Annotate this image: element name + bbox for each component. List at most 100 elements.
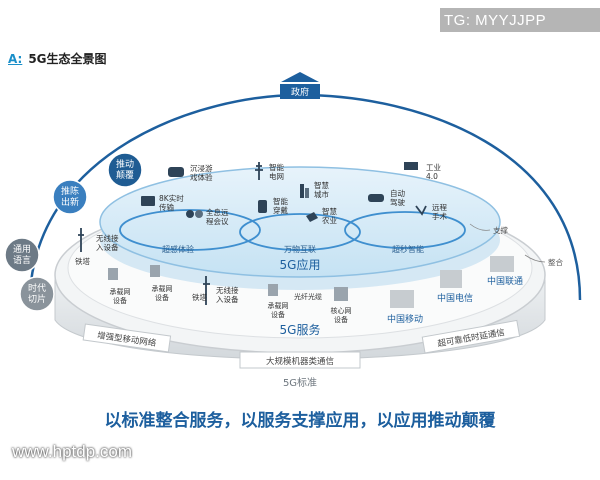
watermark-site: www.hptdp.com bbox=[12, 442, 132, 461]
government-label: 政府 bbox=[291, 86, 309, 98]
operator-telecom: 中国电信 bbox=[437, 270, 473, 304]
standards-title: 5G标准 bbox=[283, 377, 317, 389]
app-item-surg: 远程 手术 bbox=[415, 203, 447, 221]
svg-text:穿戴: 穿戴 bbox=[273, 205, 288, 215]
standard-embb: 增强型移动网络 bbox=[82, 323, 172, 353]
svg-text:全息远: 全息远 bbox=[206, 207, 229, 217]
app-item-city: 智慧 城市 bbox=[300, 180, 329, 199]
vr-headset-icon bbox=[168, 167, 184, 177]
factory-icon bbox=[440, 270, 462, 288]
svg-text:光纤光缆: 光纤光缆 bbox=[294, 292, 322, 301]
figure-prefix: A: bbox=[8, 52, 23, 66]
app-item-wear: 智能 穿戴 bbox=[258, 196, 288, 215]
service-item-tower-left: 铁塔 bbox=[75, 228, 90, 266]
zone-label-0: 超感体验 bbox=[162, 244, 194, 254]
svg-text:程会议: 程会议 bbox=[206, 216, 229, 226]
svg-text:智能: 智能 bbox=[269, 162, 284, 172]
badge-slicing: 时代 切片 bbox=[19, 276, 55, 312]
service-item-carrier-c: 承载网 设备 bbox=[268, 284, 289, 319]
city-buildings-icon bbox=[300, 184, 304, 198]
svg-text:手术: 手术 bbox=[432, 211, 447, 221]
service-layer-title: 5G服务 bbox=[280, 322, 321, 337]
video-screen-icon bbox=[141, 196, 155, 206]
svg-text:入设备: 入设备 bbox=[96, 242, 119, 252]
service-item-wireless-left: 无线接 入设备 bbox=[96, 233, 119, 252]
drone-icon bbox=[306, 212, 318, 222]
zone-label-2: 超秒智能 bbox=[392, 244, 424, 254]
svg-text:传输: 传输 bbox=[159, 202, 174, 212]
figure-title: 5G生态全景图 bbox=[28, 52, 107, 66]
svg-text:智能: 智能 bbox=[273, 196, 288, 206]
power-tower-icon bbox=[255, 162, 263, 180]
zone-ring-intelligence bbox=[344, 211, 466, 249]
svg-text:4.0: 4.0 bbox=[426, 172, 438, 181]
svg-text:8K实时: 8K实时 bbox=[159, 193, 184, 203]
diagram-caption: 以标准整合服务，以服务支撑应用，以应用推动颠覆 bbox=[104, 411, 496, 431]
zone-ring-iot bbox=[239, 213, 361, 251]
svg-text:大规模机器类通信: 大规模机器类通信 bbox=[266, 356, 335, 367]
watermark-telegram: TG: MYYJJPP bbox=[444, 12, 547, 29]
svg-text:语言: 语言 bbox=[13, 254, 31, 266]
svg-text:设备: 设备 bbox=[271, 310, 285, 319]
svg-text:设备: 设备 bbox=[113, 296, 127, 305]
svg-text:无线接: 无线接 bbox=[96, 233, 119, 243]
government-building-icon bbox=[281, 72, 319, 82]
server-icon bbox=[334, 287, 348, 301]
svg-text:出新: 出新 bbox=[61, 196, 79, 208]
integrate-arrow bbox=[524, 254, 546, 263]
watermark-background bbox=[440, 8, 600, 32]
badge-language: 通用 语言 bbox=[4, 237, 40, 273]
svg-text:承载网: 承载网 bbox=[268, 301, 289, 310]
service-item-wireless-mid: 无线接 入设备 bbox=[216, 285, 239, 304]
support-label: 支撑 bbox=[493, 225, 508, 235]
factory-icon bbox=[390, 290, 414, 308]
app-item-grid: 智能 电网 bbox=[255, 162, 284, 181]
app-item-holo: 全息远 程会议 bbox=[186, 207, 229, 226]
svg-text:智慧: 智慧 bbox=[314, 180, 329, 190]
svg-text:无线接: 无线接 bbox=[216, 285, 239, 295]
svg-text:设备: 设备 bbox=[155, 293, 169, 302]
app-item-8k: 8K实时 传输 bbox=[141, 193, 184, 212]
svg-text:承载网: 承载网 bbox=[152, 284, 173, 293]
router-icon bbox=[268, 284, 278, 296]
svg-text:沉浸游: 沉浸游 bbox=[190, 163, 213, 173]
router-icon bbox=[150, 265, 160, 277]
router-icon bbox=[108, 268, 118, 280]
figure-header: A: 5G生态全景图 bbox=[8, 50, 107, 67]
svg-text:自动: 自动 bbox=[390, 188, 405, 198]
support-arrow bbox=[469, 223, 491, 231]
app-item-vr: 沉浸游 戏体验 bbox=[168, 163, 213, 182]
service-item-carrier-b: 承载网 设备 bbox=[150, 265, 173, 302]
surgery-robot-icon bbox=[415, 205, 427, 216]
service-item-tower-mid: 铁塔 bbox=[192, 276, 210, 305]
svg-text:切片: 切片 bbox=[28, 293, 46, 305]
zone-label-1: 万物互联 bbox=[284, 244, 316, 254]
meeting-people-icon bbox=[186, 210, 194, 218]
svg-text:承载网: 承载网 bbox=[110, 287, 131, 296]
svg-text:城市: 城市 bbox=[314, 189, 329, 199]
svg-text:时代: 时代 bbox=[28, 282, 46, 294]
svg-text:中国电信: 中国电信 bbox=[437, 292, 473, 304]
cell-tower-icon bbox=[78, 228, 84, 252]
smartwatch-icon bbox=[258, 200, 267, 213]
svg-text:推动: 推动 bbox=[116, 158, 134, 170]
app-item-drive: 自动 驾驶 bbox=[368, 188, 405, 207]
robot-arm-icon bbox=[404, 162, 418, 170]
operator-unicom: 中国联通 bbox=[487, 256, 523, 287]
svg-text:戏体验: 戏体验 bbox=[190, 172, 213, 182]
svg-text:推陈: 推陈 bbox=[61, 185, 79, 197]
svg-text:电网: 电网 bbox=[269, 171, 284, 181]
svg-text:核心网: 核心网 bbox=[331, 306, 352, 315]
svg-text:铁塔: 铁塔 bbox=[75, 256, 90, 266]
svg-text:通用: 通用 bbox=[13, 244, 31, 255]
app-item-ind: 工业 4.0 bbox=[404, 162, 441, 181]
svg-text:智慧: 智慧 bbox=[322, 206, 337, 216]
svg-text:工业: 工业 bbox=[426, 162, 441, 172]
service-item-core: 核心网 设备 bbox=[331, 287, 352, 324]
svg-text:驾驶: 驾驶 bbox=[390, 197, 405, 207]
integrate-label: 整合 bbox=[548, 257, 563, 267]
app-item-agri: 智慧 农业 bbox=[306, 206, 337, 225]
car-icon bbox=[368, 194, 384, 202]
badge-disrupt: 推动 颠覆 bbox=[107, 152, 143, 188]
